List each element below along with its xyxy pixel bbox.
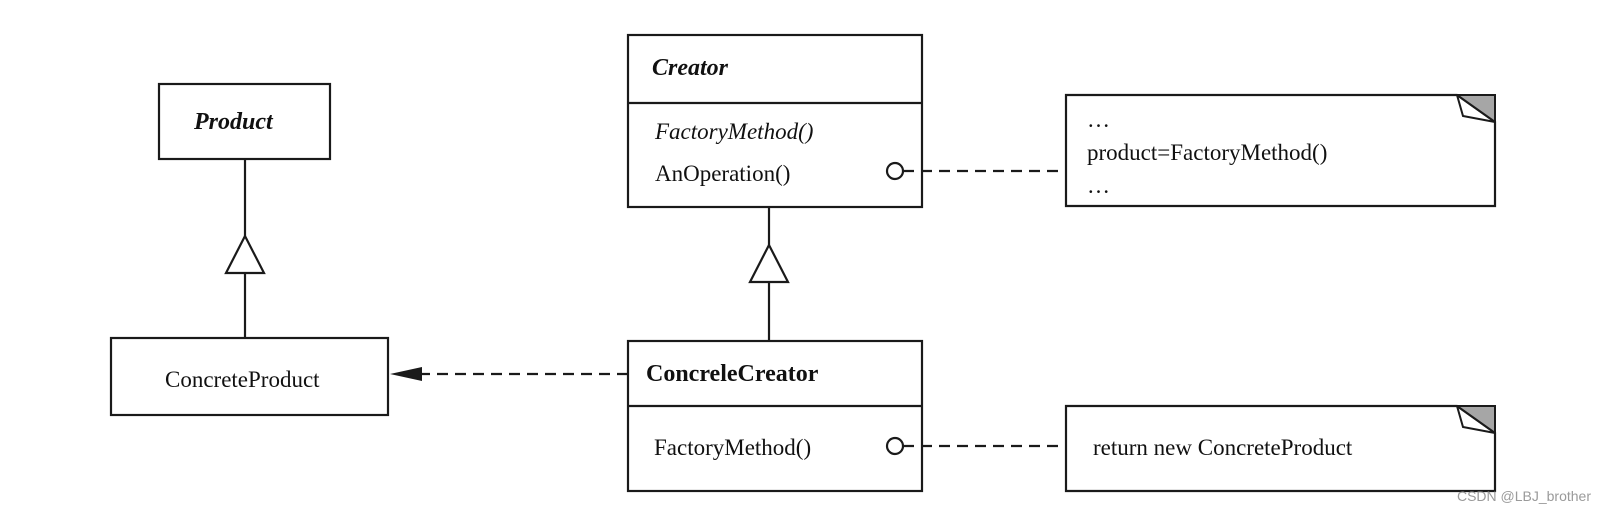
watermark-text: CSDN @LBJ_brother xyxy=(1456,488,1591,504)
product-class: Product xyxy=(157,82,332,161)
creator-class: Creator FactoryMethod() AnOperation() xyxy=(626,33,924,209)
creator-class-name: Creator xyxy=(652,55,729,81)
creator-note: … product=FactoryMethod() … xyxy=(1064,93,1497,208)
creator-note-fold xyxy=(1453,94,1496,124)
concrete-creator-class-box xyxy=(626,339,924,493)
concrete-creator-note: return new ConcreteProduct xyxy=(1064,404,1497,493)
concrete-creator-note-line-1: return new ConcreteProduct xyxy=(1093,435,1353,460)
product-class-box xyxy=(157,82,332,161)
creator-inheritance-triangle xyxy=(748,242,790,284)
concrete-creator-note-anchor xyxy=(885,436,905,456)
creator-an-operation: AnOperation() xyxy=(655,161,790,186)
concrete-product-class: ConcreteProduct xyxy=(109,336,390,417)
concrete-product-class-box xyxy=(109,336,390,417)
creator-note-line-2: product=FactoryMethod() xyxy=(1087,140,1327,165)
creator-note-line-3: … xyxy=(1087,173,1110,198)
creates-dependency xyxy=(390,367,628,381)
product-class-name: Product xyxy=(193,109,274,135)
creator-class-box xyxy=(626,33,924,209)
creator-note-anchor xyxy=(885,161,905,181)
creator-note-line-1: … xyxy=(1087,107,1110,132)
concrete-creator-note-box xyxy=(1064,404,1497,493)
creator-factory-method: FactoryMethod() xyxy=(654,119,813,144)
concrete-creator-factory-method: FactoryMethod() xyxy=(654,435,811,460)
creator-note-fold-edge xyxy=(1456,94,1496,123)
creator-note-box xyxy=(1064,93,1497,208)
creates-dependency-arrowhead xyxy=(390,367,422,381)
creator-inheritance xyxy=(748,207,790,341)
concrete-creator-class-name: ConcreleCreator xyxy=(646,361,819,387)
product-inheritance-triangle xyxy=(224,233,266,275)
concrete-creator-note-fold xyxy=(1453,405,1496,435)
product-inheritance xyxy=(224,159,266,338)
concrete-creator-note-fold-edge xyxy=(1456,405,1496,434)
concrete-product-class-name: ConcreteProduct xyxy=(165,367,320,392)
concrete-creator-class: ConcreleCreator FactoryMethod() xyxy=(626,339,924,493)
